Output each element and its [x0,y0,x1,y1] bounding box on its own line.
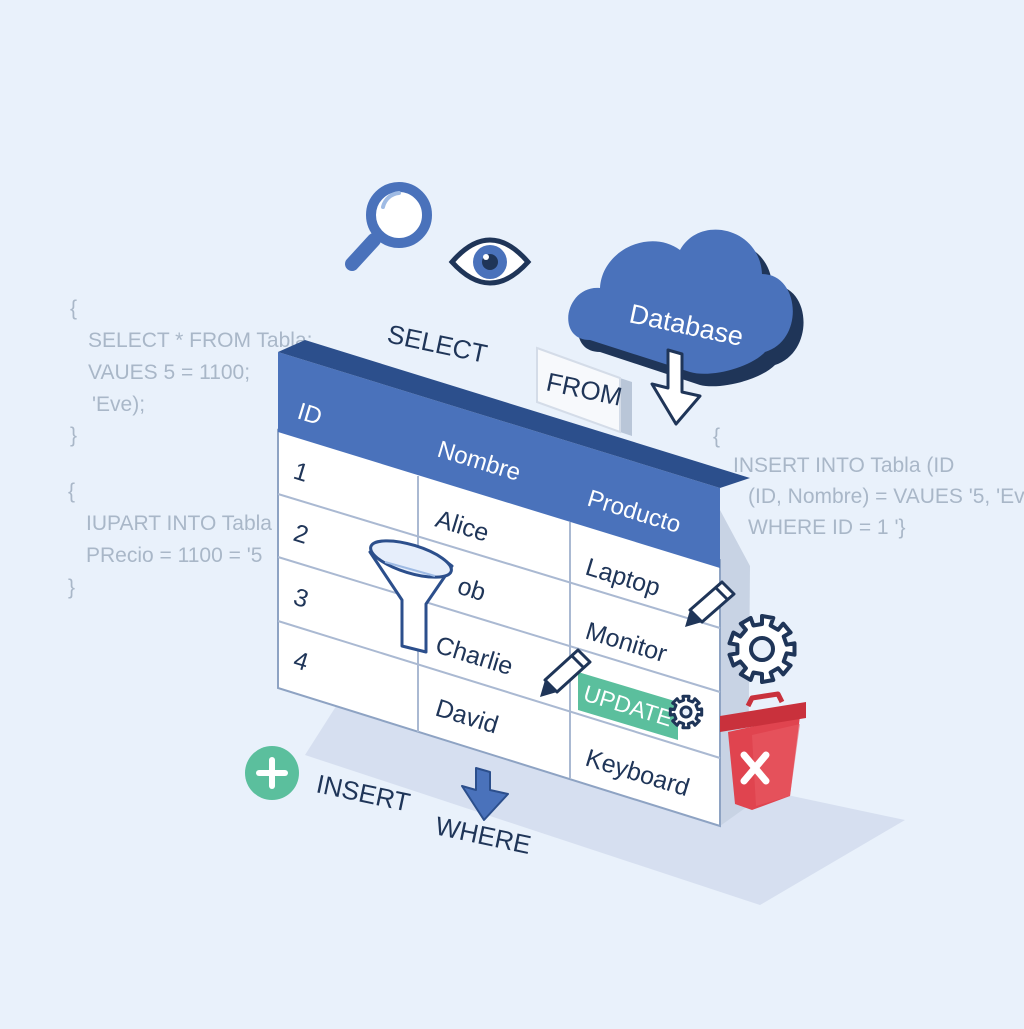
code-line: WHERE ID = 1 '} [748,516,905,539]
pencil-icon [685,580,736,627]
code-snippet-select: { SELECT * FROM Tabla; VAUES 5 = 1100; '… [70,297,312,447]
trash-icon [720,691,806,810]
code-line: INSERT INTO Tabla (ID [733,454,954,477]
code-line: { [68,480,75,503]
magnifier-icon [345,182,432,271]
pencil-icon [540,648,592,697]
arrow-down-icon [650,348,702,426]
table-header-top [278,340,750,488]
code-line: IUPART INTO Tabla [86,512,272,535]
funnel-icon [368,539,454,654]
code-line: SELECT * FROM Tabla; [88,329,312,352]
eye-icon [448,237,532,286]
code-snippet-update: { IUPART INTO Tabla PRecio = 1100 = '5 } [68,480,272,599]
table-header [278,352,720,568]
gear-icon [668,694,704,730]
code-line: PRecio = 1100 = '5 [86,544,262,567]
arrow-down-icon [461,767,509,821]
plus-icon [245,746,299,800]
cloud-icon: Database [568,229,804,387]
gear-icon [727,614,797,684]
from-card: FROM [536,346,632,436]
data-table: ID Nombre Producto 1 2 3 4 Alice ob Char… [277,340,750,828]
code-snippet-insert: { INSERT INTO Tabla (ID (ID, Nombre) = V… [713,425,1024,539]
table-shadow [305,700,905,905]
code-line: (ID, Nombre) = VAUES '5, 'Eve [748,485,1024,508]
code-line: { [713,425,720,448]
code-line: } [68,576,75,599]
code-line: 'Eve); [92,393,145,416]
code-line: VAUES 5 = 1100; [88,361,250,384]
code-line: { [70,297,77,320]
code-line: } [70,424,77,447]
select-label: SELECT [385,319,490,369]
